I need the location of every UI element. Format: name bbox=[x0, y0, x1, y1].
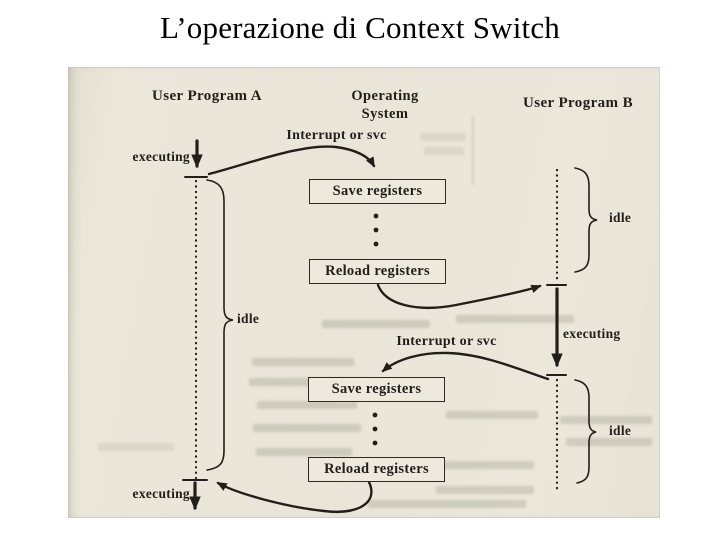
label-idle-b-top: idle bbox=[609, 210, 632, 225]
label-idle-a: idle bbox=[237, 311, 260, 326]
box-reload-registers-2: Reload registers bbox=[308, 457, 445, 482]
ghost-text-line bbox=[436, 486, 534, 494]
ghost-text-line bbox=[446, 411, 538, 419]
ghost-text-line bbox=[430, 461, 534, 469]
flow-strokes bbox=[68, 67, 660, 518]
interrupt-2-arrow bbox=[381, 353, 548, 379]
ghost-text-line bbox=[456, 315, 574, 323]
ghost-text-line bbox=[253, 424, 361, 432]
column-header-user-program-a: User Program A bbox=[151, 88, 263, 104]
column-header-user-program-b: User Program B bbox=[522, 95, 634, 111]
ghost-text-line bbox=[322, 320, 430, 328]
box-save-registers-1: Save registers bbox=[309, 179, 446, 204]
os-ellipsis-dots bbox=[372, 213, 379, 446]
ghost-text-line bbox=[252, 358, 354, 366]
ghost-text-line bbox=[256, 448, 352, 456]
reload-to-b-arrow bbox=[378, 285, 542, 308]
ghost-text-line bbox=[257, 401, 357, 409]
timeline-a bbox=[183, 141, 207, 511]
ghost-text-line bbox=[560, 416, 652, 424]
reload-to-a-arrow bbox=[216, 482, 371, 512]
transfer-arrows bbox=[209, 146, 548, 511]
ghost-text-line bbox=[368, 500, 526, 508]
ghost-text-line bbox=[98, 443, 174, 451]
column-header-operating-system: Operating System bbox=[351, 88, 419, 123]
ghost-text-line bbox=[566, 438, 652, 446]
box-save-registers-2: Save registers bbox=[308, 377, 445, 402]
label-interrupt-2: Interrupt or svc bbox=[396, 334, 497, 349]
timeline-b bbox=[547, 170, 566, 490]
label-interrupt-1: Interrupt or svc bbox=[286, 128, 387, 143]
label-executing-a-bottom: executing bbox=[132, 486, 190, 501]
scanned-figure: User Program A Operating System User Pro… bbox=[68, 67, 660, 518]
idle-braces bbox=[207, 168, 597, 483]
ghost-text-line bbox=[420, 133, 466, 141]
ghost-text-line bbox=[424, 147, 464, 155]
idle-b-bottom-brace bbox=[575, 380, 596, 483]
ghost-line bbox=[472, 115, 474, 185]
idle-b-top-brace bbox=[575, 168, 597, 272]
interrupt-1-arrow bbox=[209, 146, 374, 174]
slide-title: L’operazione di Context Switch bbox=[159, 10, 561, 45]
label-executing-a-top: executing bbox=[132, 149, 190, 164]
idle-a-brace bbox=[207, 180, 233, 470]
label-idle-b-bottom: idle bbox=[609, 423, 632, 438]
box-reload-registers-1: Reload registers bbox=[309, 259, 446, 284]
ghost-text-line bbox=[249, 378, 365, 386]
label-executing-b: executing bbox=[563, 326, 621, 341]
